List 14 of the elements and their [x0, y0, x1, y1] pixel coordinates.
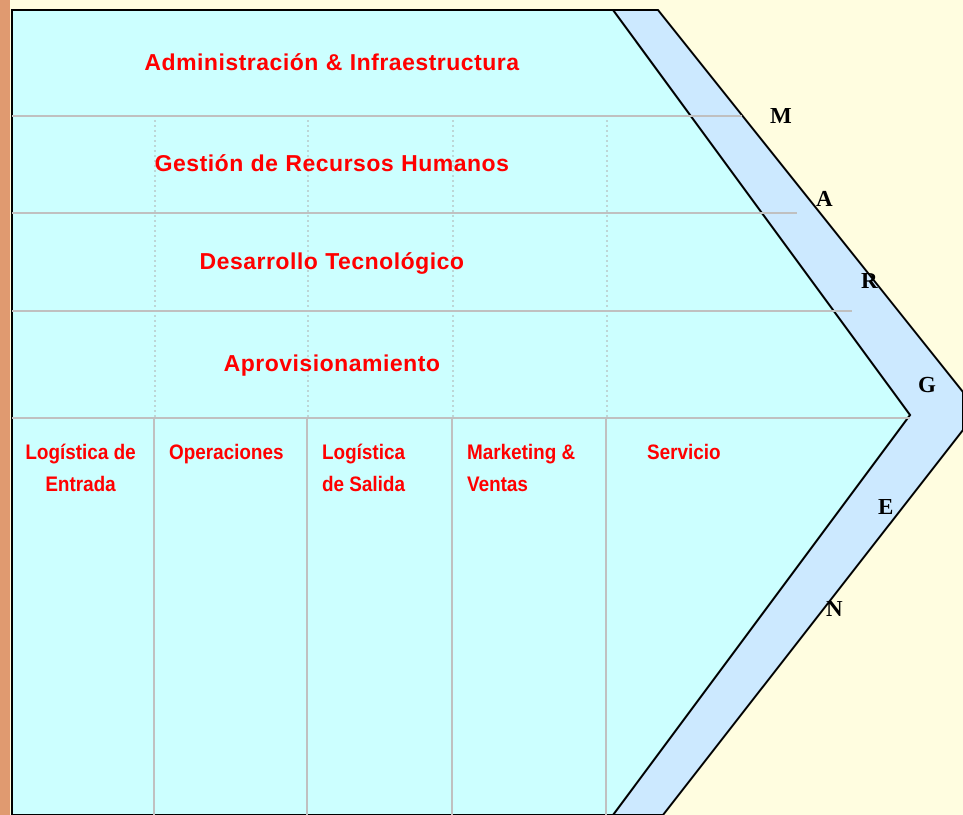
activity-label: Operaciones — [169, 440, 284, 466]
margin-letter: M — [770, 103, 792, 129]
activity-label: Aprovisionamiento — [224, 350, 440, 377]
activity-label: Desarrollo Tecnológico — [200, 248, 464, 274]
margin-letter: A — [816, 186, 833, 212]
margin-letter: G — [918, 372, 936, 398]
activity-label: Gestión de Recursos Humanos — [154, 150, 510, 177]
activity-label: Administración & Infraestructura — [144, 49, 520, 76]
margin-letter: E — [878, 494, 894, 520]
activity-label: Logística de Salida — [322, 440, 406, 498]
activity-label: Servicio — [647, 440, 722, 466]
activity-label: Logística de Entrada — [24, 440, 137, 498]
margin-letter: N — [826, 596, 843, 622]
activity-label: Marketing & Ventas — [467, 440, 576, 498]
